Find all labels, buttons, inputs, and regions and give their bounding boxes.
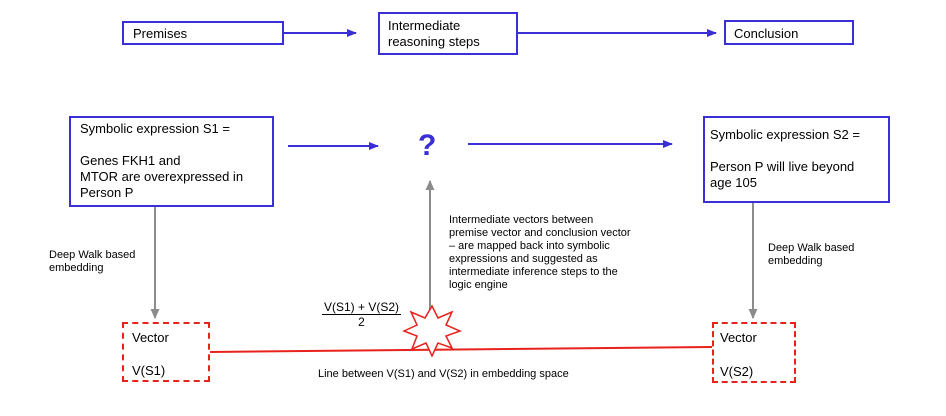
right-embedding-label: Deep Walk based embedding — [768, 242, 855, 267]
premises-label: Premises — [133, 26, 188, 41]
left-embedding-label: Deep Walk based embedding — [49, 249, 136, 274]
s1-title: Symbolic expression S1 = — [80, 121, 230, 136]
s2-body: Person P will live beyond age 105 — [710, 159, 855, 190]
formula-numerator: V(S1) + V(S2) — [322, 300, 402, 315]
embedding-line-label: Line between V(S1) and V(S2) in embeddin… — [318, 368, 569, 380]
premises-box: Premises — [122, 21, 284, 45]
vector-s1-value: V(S1) — [132, 363, 166, 378]
vector-s2-title: Vector — [720, 330, 757, 345]
vector-s2-value: V(S2) — [720, 364, 754, 379]
s1-body: Genes FKH1 and MTOR are overexpressed in… — [80, 153, 244, 200]
question-mark: ? — [418, 129, 437, 162]
midpoint-starburst-icon — [402, 304, 463, 358]
vector-s2-box: Vector V(S2) — [712, 322, 796, 383]
midpoint-formula: V(S1) + V(S2) 2 — [322, 300, 402, 329]
conclusion-label: Conclusion — [734, 26, 799, 41]
vector-s1-box: Vector V(S1) — [122, 322, 210, 382]
conclusion-box: Conclusion — [724, 20, 854, 45]
s2-box: Symbolic expression S2 = Person P will l… — [703, 116, 890, 203]
s1-box: Symbolic expression S1 = Genes FKH1 and … — [69, 116, 274, 207]
s2-title: Symbolic expression S2 = — [710, 127, 860, 142]
intermediate-label: Intermediate reasoning steps — [388, 18, 480, 49]
vector-s1-title: Vector — [132, 330, 169, 345]
intermediate-note: Intermediate vectors between premise vec… — [449, 214, 631, 291]
embedding-line — [209, 346, 713, 353]
formula-denominator: 2 — [358, 315, 365, 329]
intermediate-box: Intermediate reasoning steps — [378, 12, 518, 55]
